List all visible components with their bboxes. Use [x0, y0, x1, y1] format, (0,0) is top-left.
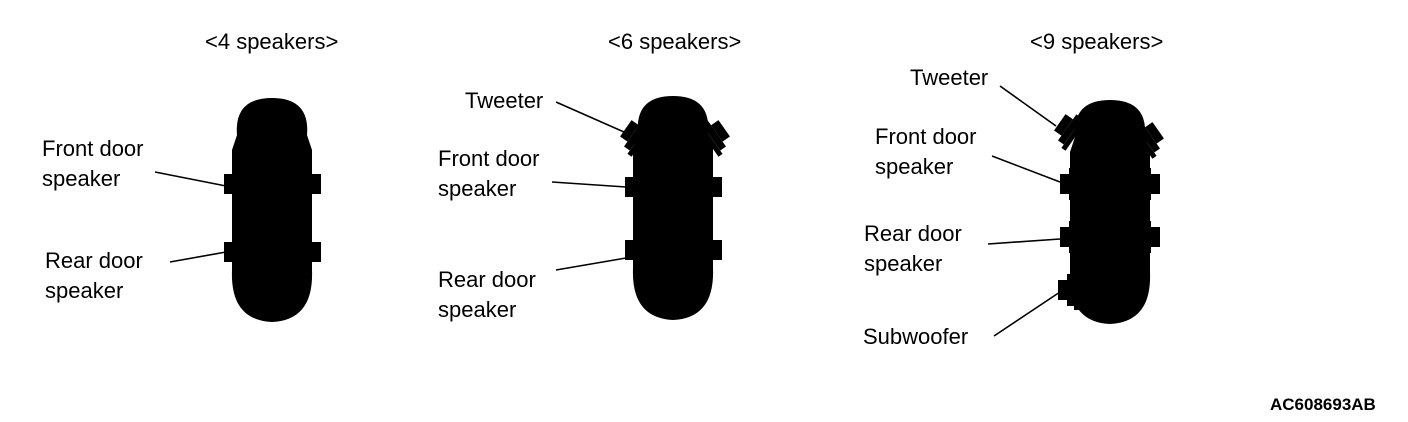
- front-leader-line: [991, 155, 1061, 183]
- subwoofer: [1058, 270, 1079, 310]
- front-door-speaker-right: [701, 167, 722, 207]
- front-door-speaker-right: [1139, 164, 1160, 204]
- rear-door-speaker-right: [701, 230, 722, 270]
- rear-door-speaker-left: [224, 232, 245, 272]
- rear-door-speaker-right: [1139, 217, 1160, 257]
- front-door-speaker-label: Front door speaker: [42, 136, 144, 191]
- front-door-speaker-label: Front door speaker: [438, 146, 540, 201]
- tweeter-label: Tweeter: [910, 65, 989, 90]
- front-door-speaker-label: Front door speaker: [875, 124, 977, 179]
- car-outline: [231, 98, 313, 322]
- front-door-speaker-left: [224, 164, 245, 204]
- rear-leader-line: [987, 238, 1061, 245]
- rear-door-speaker-label: Rear door speaker: [45, 248, 143, 303]
- front-leader-line: [154, 171, 227, 187]
- panel-title-9-speakers: <9 speakers>: [1030, 29, 1164, 54]
- rear-door-speaker-label: Rear door speaker: [438, 267, 536, 322]
- subwoofer-label: Subwoofer: [863, 324, 969, 349]
- tweeter-leader-line: [555, 101, 625, 133]
- rear-door-speaker-right: [300, 232, 321, 272]
- front-door-speaker-left: [625, 167, 646, 207]
- front-door-speaker-right: [300, 164, 321, 204]
- figure-code: AC608693AB: [1270, 395, 1376, 414]
- rear-door-speaker-label: Rear door speaker: [864, 221, 962, 276]
- tweeter-label: Tweeter: [465, 88, 544, 113]
- rear-leader-line: [555, 257, 627, 271]
- rear-leader-line: [169, 251, 227, 263]
- tweeter-leader-line: [999, 85, 1057, 127]
- front-door-speaker-left: [1060, 164, 1081, 204]
- front-leader-line: [551, 181, 627, 188]
- rear-door-speaker-left: [1060, 217, 1081, 257]
- subwoofer-leader-line: [993, 291, 1061, 337]
- rear-door-speaker-left: [625, 230, 646, 270]
- panel-title-6-speakers: <6 speakers>: [608, 29, 742, 54]
- panel-title-4-speakers: <4 speakers>: [205, 29, 339, 54]
